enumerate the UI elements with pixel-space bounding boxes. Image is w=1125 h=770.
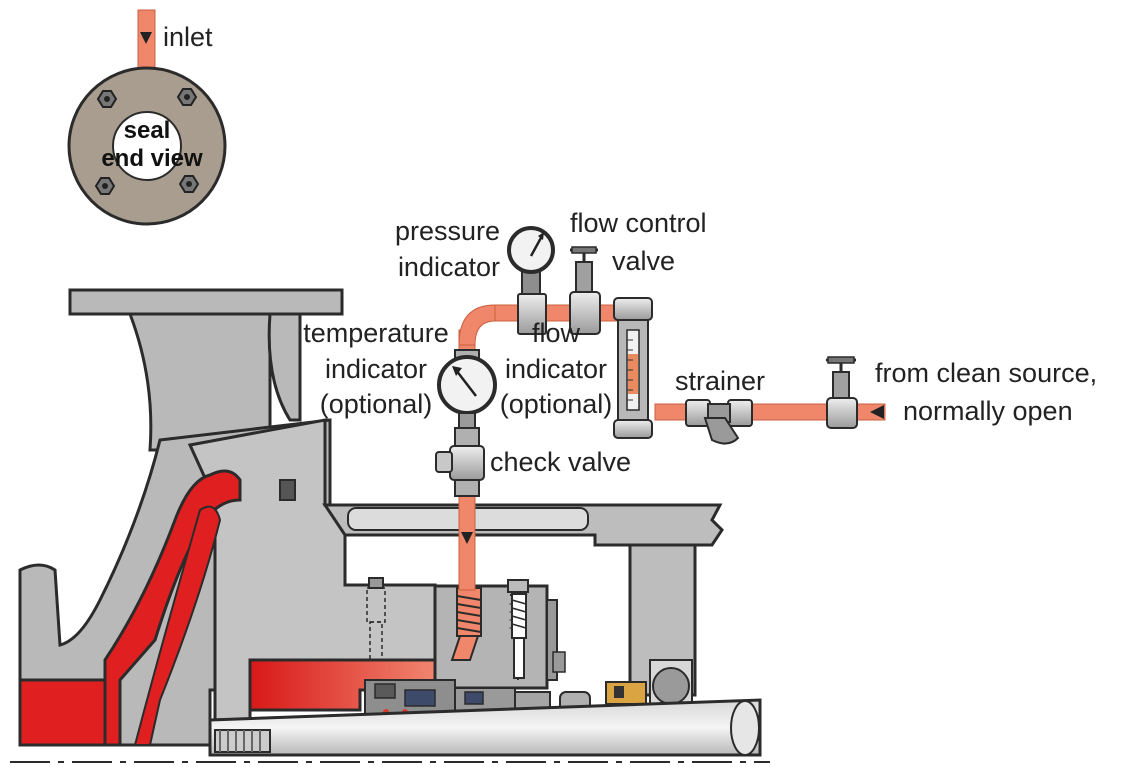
flow-indicator-label: indicator	[505, 354, 607, 384]
pump-shaft	[10, 698, 770, 763]
flow-control-valve-icon	[569, 246, 601, 335]
process-fluid-region	[18, 469, 472, 747]
source-flow-arrow-icon	[870, 405, 884, 419]
pressure-gauge-icon	[507, 226, 555, 335]
gland-bolt	[507, 579, 529, 680]
pressure-indicator-label: indicator	[398, 252, 500, 282]
flow-control-valve-label: flow control	[570, 208, 707, 238]
flow-control-valve-label: valve	[612, 246, 675, 276]
seal-end-view-label: end view	[101, 145, 203, 172]
bolt-icon	[94, 177, 116, 195]
flow-indicator-label: (optional)	[500, 389, 613, 419]
strainer-label: strainer	[675, 366, 765, 396]
inlet-shutoff-valve-icon	[826, 356, 858, 429]
clean-source-label: from clean source,	[875, 358, 1097, 388]
flow-indicator-label: flow	[532, 318, 581, 348]
pressure-indicator-label: pressure	[395, 216, 500, 246]
temperature-gauge-icon	[437, 349, 497, 434]
bolt-icon	[178, 175, 200, 193]
check-valve-label: check valve	[490, 447, 631, 477]
inlet-flow-arrow-icon	[140, 32, 152, 44]
strainer-icon	[685, 399, 753, 445]
check-valve-icon	[435, 427, 485, 497]
flow-arrow-down-icon	[461, 532, 473, 544]
temperature-indicator-label: (optional)	[320, 389, 433, 419]
bolt-icon	[96, 90, 118, 108]
seal-bore	[112, 111, 182, 181]
seal-end-view-label: seal	[124, 117, 171, 144]
flow-indicator-rotameter-icon	[613, 297, 653, 439]
temperature-indicator-label: temperature	[303, 318, 449, 348]
bolt-icon	[176, 88, 198, 106]
inlet-label: inlet	[163, 22, 213, 52]
clean-source-label: normally open	[903, 396, 1073, 426]
temperature-indicator-label: indicator	[325, 354, 427, 384]
seal-end-view: seal end view	[67, 9, 227, 226]
